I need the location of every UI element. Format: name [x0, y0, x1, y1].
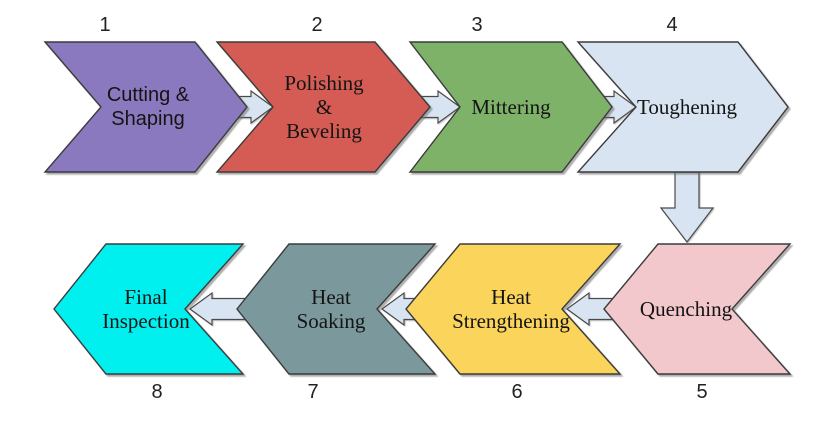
- step-5-chevron: [603, 243, 792, 375]
- step-3-label-line-1: Mittering: [471, 95, 551, 119]
- step-3-chevron: [408, 41, 613, 173]
- step-4-number: 4: [666, 14, 677, 36]
- step-1-chevron: [43, 41, 248, 173]
- step-2-label-line-1: Polishing: [284, 71, 364, 95]
- step-8-label-line-2: Inspection: [102, 309, 190, 333]
- step-7-label-line-1: Heat: [311, 285, 351, 309]
- step-5-label: Quenching: [640, 297, 733, 321]
- step-1-label-line-1: Cutting &: [107, 84, 190, 106]
- step-7-label-line-2: Soaking: [297, 309, 366, 333]
- step-2-number: 2: [311, 14, 322, 36]
- step-6-chevron: [405, 243, 622, 375]
- step-2-label: Polishing&Beveling: [284, 71, 364, 143]
- step-3-label: Mittering: [471, 95, 551, 119]
- step-7-chevron: [236, 243, 437, 375]
- step-2-label-line-3: Beveling: [286, 119, 362, 143]
- step-8-number: 8: [151, 381, 162, 403]
- step-1-number: 1: [99, 14, 110, 36]
- step-6-label-line-2: Strengthening: [452, 309, 570, 333]
- step-7-number: 7: [307, 381, 318, 403]
- step-8-label-line-1: Final: [124, 285, 167, 309]
- step-6-number: 6: [511, 381, 522, 403]
- step-5-label-line-1: Quenching: [640, 297, 733, 321]
- step-5-number: 5: [696, 381, 707, 403]
- step-3-number: 3: [471, 14, 482, 36]
- step-6-label-line-1: Heat: [491, 285, 531, 309]
- step-1-label: Cutting &Shaping: [107, 84, 190, 130]
- step-4-chevron: [576, 41, 789, 173]
- connector-arrow-4-to-5: [659, 171, 715, 243]
- step-2-label-line-2: &: [316, 95, 332, 119]
- step-8-chevron: [53, 243, 245, 375]
- step-2-chevron: [215, 41, 431, 173]
- step-4-label: Toughening: [637, 95, 738, 119]
- step-1-label-line-2: Shaping: [111, 108, 184, 130]
- step-4-label-line-1: Toughening: [637, 95, 738, 119]
